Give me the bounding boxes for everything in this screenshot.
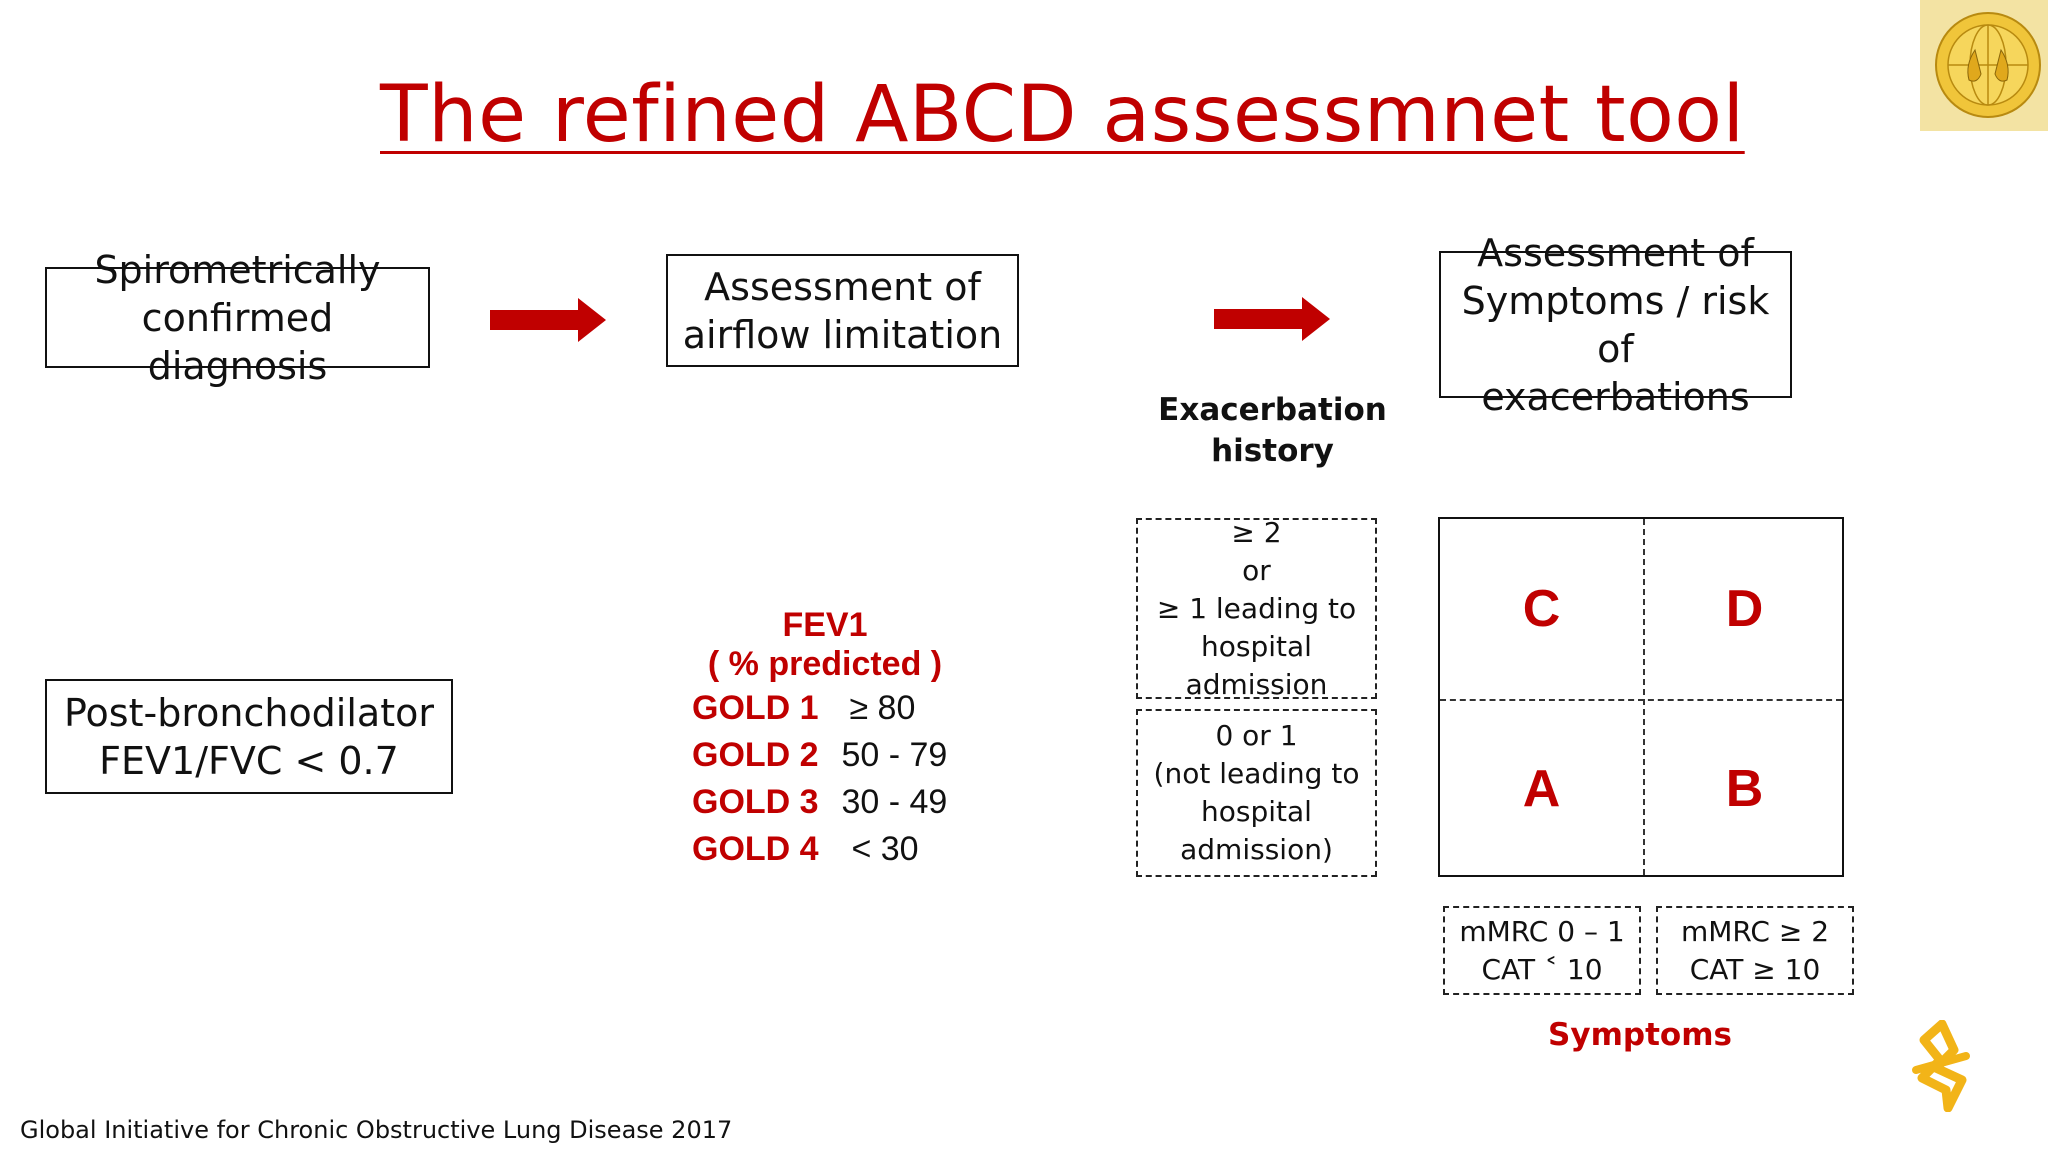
symptoms-high-box: mMRC ≥ 2 CAT ≥ 10 [1656, 906, 1854, 995]
gold-grade-value: ≥ 80 [849, 689, 916, 727]
spirometry-line1: Post-bronchodilator [64, 690, 434, 735]
grid-divider-vertical [1643, 519, 1645, 875]
fev1-header-line2: ( % predicted ) [707, 645, 943, 683]
gold-seal-logo [1920, 0, 2048, 131]
gold-grade-value: < 30 [851, 830, 919, 868]
gold-grade-label: GOLD 3 [692, 783, 819, 821]
step-symptoms-line2: Symptoms / risk of [1461, 278, 1770, 371]
exacerbation-high-line1: ≥ 2 [1231, 515, 1282, 549]
astrazeneca-logo-icon [1912, 1020, 1970, 1112]
gold-grade-value: 50 - 79 [841, 736, 948, 774]
fev1-header: FEV1 ( % predicted ) [680, 606, 970, 684]
exacerbation-high-box: ≥ 2 or ≥ 1 leading to hospital admission [1136, 516, 1377, 701]
symptoms-axis-label: Symptoms [1548, 1017, 1732, 1053]
step-diagnosis-box: Spirometrically confirmed diagnosis [45, 248, 430, 388]
exacerbation-header-line1: Exacerbation [1158, 392, 1387, 428]
exacerbation-high-line4: hospital [1201, 629, 1312, 663]
step-diagnosis-line1: Spirometrically [94, 247, 381, 292]
exacerbation-high-line5: admission [1185, 667, 1328, 701]
gold-row: GOLD 4 < 30 [692, 830, 919, 869]
grid-divider-horizontal [1440, 699, 1842, 701]
gold-grade-value: 30 - 49 [841, 783, 948, 821]
step-symptoms-line3: exacerbations [1481, 374, 1750, 419]
gold-row: GOLD 2 50 - 79 [692, 736, 947, 775]
grid-cell-c: C [1522, 580, 1561, 638]
step-airflow-line2: airflow limitation [682, 312, 1003, 357]
exacerbation-low-line4: admission) [1180, 833, 1333, 866]
page-title: The refined ABCD assessmnet tool [380, 70, 1745, 160]
exacerbation-low-line1: 0 or 1 [1215, 719, 1298, 752]
exacerbation-high-line3: ≥ 1 leading to [1156, 591, 1357, 625]
grid-cell-a: A [1522, 760, 1561, 818]
spirometry-line2: FEV1/FVC < 0.7 [99, 738, 399, 783]
gold-grade-label: GOLD 4 [692, 830, 819, 868]
step-symptoms-line1: Assessment of [1477, 230, 1754, 275]
grid-cell-b: B [1725, 760, 1764, 818]
gold-row: GOLD 3 30 - 49 [692, 783, 947, 822]
fev1-header-line1: FEV1 [782, 606, 868, 644]
gold-grade-label: GOLD 2 [692, 736, 819, 774]
exacerbation-header-line2: history [1211, 433, 1334, 469]
arrow-icon [1214, 297, 1330, 341]
exacerbation-low-line3: hospital [1201, 795, 1312, 828]
spirometry-criterion-box: Post-bronchodilator FEV1/FVC < 0.7 [45, 679, 453, 794]
grid-cell-d: D [1725, 580, 1764, 638]
gold-grade-label: GOLD 1 [692, 689, 819, 727]
exacerbation-header: Exacerbation history [1150, 390, 1395, 472]
globe-icon [1935, 12, 2041, 118]
exacerbation-low-line2: (not leading to [1153, 757, 1360, 790]
symptoms-low-box: mMRC 0 – 1 CAT ˂ 10 [1443, 906, 1641, 995]
gold-row: GOLD 1 ≥ 80 [692, 689, 915, 728]
arrow-icon [490, 298, 606, 342]
step-diagnosis-line2: confirmed diagnosis [141, 295, 334, 388]
step-airflow-line1: Assessment of [704, 264, 981, 309]
symptoms-low-cat: CAT ˂ 10 [1481, 952, 1603, 986]
step-symptoms-box: Assessment of Symptoms / risk of exacerb… [1439, 231, 1792, 419]
symptoms-low-mmrc: mMRC 0 – 1 [1459, 914, 1625, 948]
exacerbation-high-line2: or [1242, 553, 1271, 587]
symptoms-high-mmrc: mMRC ≥ 2 [1680, 914, 1830, 948]
step-airflow-box: Assessment of airflow limitation [666, 254, 1019, 367]
exacerbation-low-box: 0 or 1 (not leading to hospital admissio… [1136, 709, 1377, 877]
footer-source: Global Initiative for Chronic Obstructiv… [20, 1116, 733, 1144]
abcd-grid: C D A B [1438, 517, 1844, 877]
symptoms-high-cat: CAT ≥ 10 [1689, 952, 1821, 986]
